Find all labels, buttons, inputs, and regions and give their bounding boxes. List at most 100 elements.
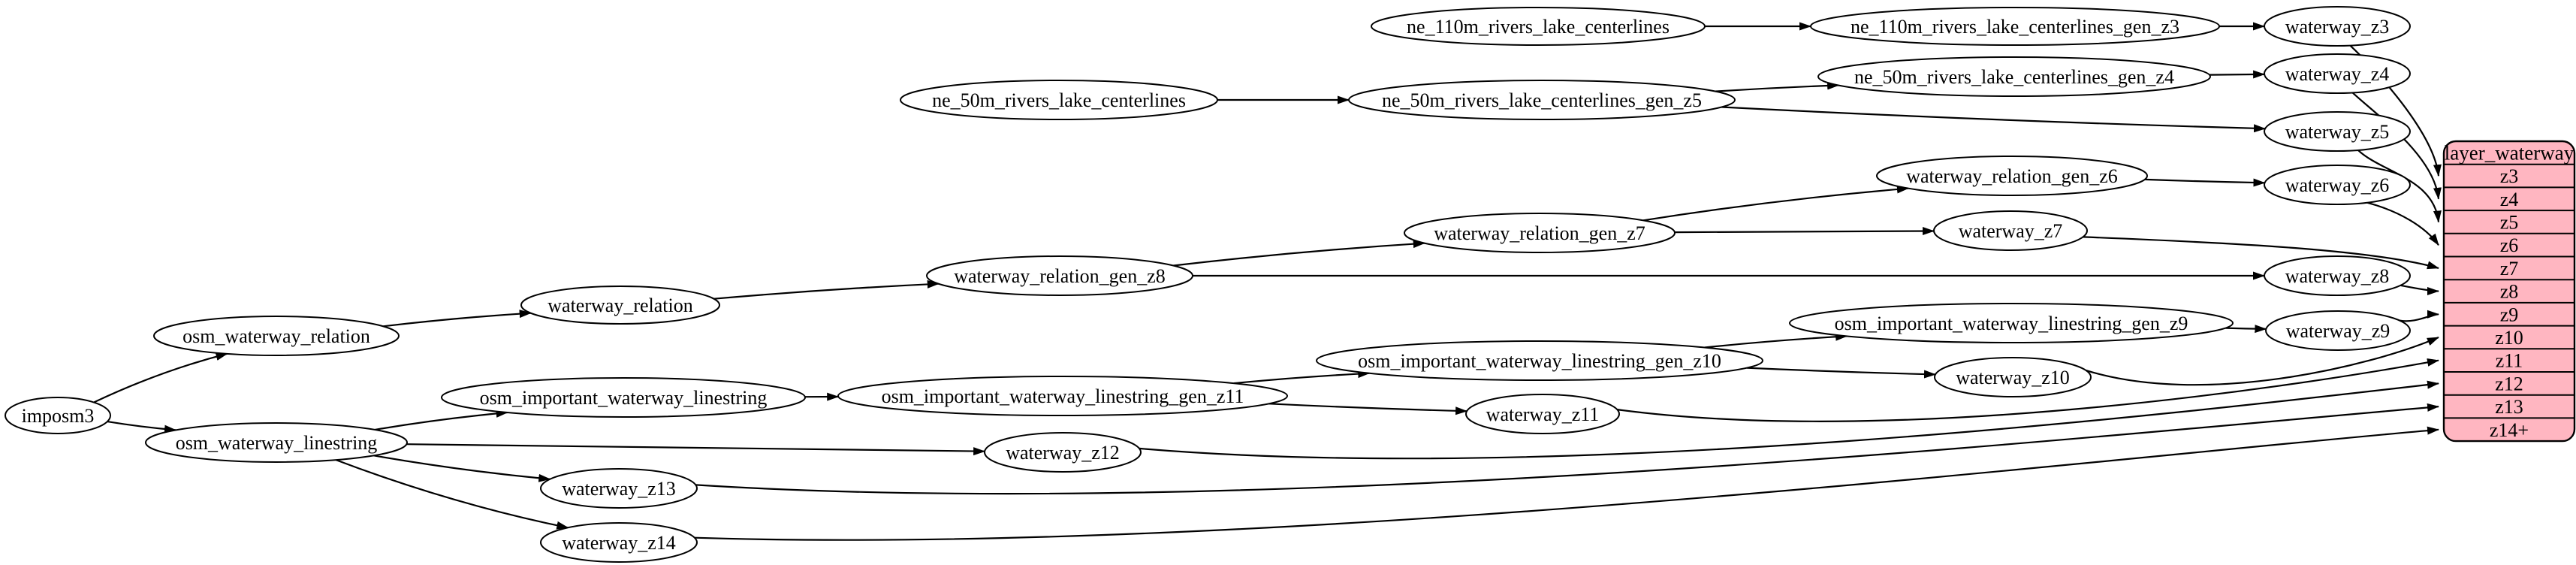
node-label: waterway_relation (547, 295, 692, 316)
node-label: waterway_z8 (2285, 265, 2390, 287)
edge-waterway_z14-to-layer_waterway-z14+ (694, 426, 2439, 541)
edge-waterway_z6-to-layer_waterway-z6 (2366, 201, 2439, 246)
node-waterway_z13: waterway_z13 (540, 468, 698, 509)
node-ellipse (145, 422, 408, 463)
table-row-z5: z5 (2500, 212, 2519, 234)
node-ellipse (2265, 310, 2411, 351)
table-row-z10: z10 (2495, 327, 2523, 349)
node-waterway_relation_gen_z6: waterway_relation_gen_z6 (1876, 156, 2148, 196)
edges-layer (93, 22, 2442, 541)
node-ellipse (2264, 165, 2411, 205)
node-imposm3: imposm3 (5, 397, 111, 434)
edge-waterway_z7-to-layer_waterway-z7 (2083, 236, 2439, 270)
node-ne_110m_rivers_lake_centerlines_gen_z3: ne_110m_rivers_lake_centerlines_gen_z3 (1810, 7, 2220, 46)
node-ellipse (1876, 156, 2148, 196)
node-label: waterway_relation_gen_z6 (1906, 165, 2118, 187)
edge-waterway_z13-to-layer_waterway-z13 (695, 403, 2439, 495)
node-label: waterway_relation_gen_z7 (1434, 222, 1645, 244)
node-ne_50m_rivers_lake_centerlines: ne_50m_rivers_lake_centerlines (900, 80, 1218, 120)
node-label: waterway_z9 (2286, 320, 2390, 342)
node-ellipse (1934, 357, 2092, 397)
node-waterway_relation_gen_z8: waterway_relation_gen_z8 (926, 255, 1193, 296)
edge-ne_50m_rivers_lake_centerlines_gen_z4-to-waterway_z4 (2209, 70, 2266, 79)
node-waterway_z11: waterway_z11 (1465, 394, 1620, 434)
node-waterway_z8: waterway_z8 (2264, 255, 2411, 296)
node-waterway_z3: waterway_z3 (2264, 6, 2411, 47)
node-ellipse (1404, 213, 1676, 253)
edge-waterway_relation_gen_z7-to-waterway_relation_gen_z6 (1642, 185, 1909, 222)
table-row-z6: z6 (2500, 234, 2519, 256)
node-label: osm_important_waterway_linestring_gen_z1… (1358, 350, 1721, 372)
edge-osm_important_waterway_linestring_gen_z9-to-waterway_z9 (2225, 325, 2267, 334)
node-label: waterway_z5 (2285, 121, 2390, 143)
edge-imposm3-to-osm_waterway_linestring (107, 421, 176, 434)
node-ellipse (2264, 255, 2411, 296)
edge-waterway_z11-to-layer_waterway-z11 (1617, 358, 2439, 422)
node-ellipse (1348, 80, 1736, 120)
table-row-z3: z3 (2500, 165, 2519, 187)
node-label: waterway_z3 (2285, 16, 2390, 38)
node-label: ne_110m_rivers_lake_centerlines (1407, 16, 1670, 38)
node-label: waterway_z4 (2285, 63, 2390, 85)
edge-osm_waterway_linestring-to-osm_important_waterway_linestring (375, 409, 508, 431)
node-label: waterway_relation_gen_z8 (954, 265, 1166, 287)
edge-osm_waterway_linestring-to-waterway_z13 (373, 455, 551, 482)
node-label: ne_110m_rivers_lake_centerlines_gen_z3 (1851, 16, 2179, 38)
node-osm_important_waterway_linestring_gen_z9: osm_important_waterway_linestring_gen_z9 (1789, 303, 2234, 343)
node-waterway_z14: waterway_z14 (540, 522, 698, 563)
edge-osm_waterway_linestring-to-waterway_z14 (335, 459, 569, 530)
node-ellipse (2264, 111, 2411, 152)
node-label: ne_50m_rivers_lake_centerlines_gen_z4 (1854, 66, 2174, 88)
node-label: osm_waterway_relation (182, 325, 370, 347)
table-row-z9: z9 (2500, 304, 2519, 325)
edge-waterway_relation_gen_z7-to-waterway_z7 (1674, 227, 1935, 236)
node-ellipse (1810, 7, 2220, 46)
node-label: ne_50m_rivers_lake_centerlines (932, 89, 1186, 111)
node-ellipse (1817, 56, 2211, 97)
node-ellipse (153, 316, 400, 356)
node-ellipse (837, 376, 1288, 416)
node-ellipse (1933, 210, 2088, 251)
node-waterway_z5: waterway_z5 (2264, 111, 2411, 152)
node-ellipse (984, 432, 1142, 473)
table-row-z13: z13 (2495, 396, 2523, 418)
node-waterway_z9: waterway_z9 (2265, 310, 2411, 351)
node-ellipse (926, 255, 1193, 296)
table-layer: layer_waterwayz3z4z5z6z7z8z9z10z11z12z13… (2442, 140, 2576, 443)
node-waterway_z7: waterway_z7 (1933, 210, 2088, 251)
node-waterway_z4: waterway_z4 (2264, 53, 2411, 94)
edge-osm_important_waterway_linestring_gen_z11-to-waterway_z11 (1268, 403, 1468, 415)
node-osm_important_waterway_linestring_gen_z11: osm_important_waterway_linestring_gen_z1… (837, 376, 1288, 416)
node-label: osm_important_waterway_linestring_gen_z9 (1835, 313, 2188, 334)
nodes-layer: imposm3osm_waterway_relationosm_waterway… (5, 6, 2411, 563)
table-row-z12: z12 (2495, 373, 2523, 394)
node-ellipse (1371, 7, 1706, 46)
node-label: waterway_z10 (1956, 367, 2070, 388)
node-waterway_relation_gen_z7: waterway_relation_gen_z7 (1404, 213, 1676, 253)
node-ellipse (900, 80, 1218, 120)
edge-waterway_relation_gen_z6-to-waterway_z6 (2144, 178, 2266, 187)
node-label: waterway_z14 (562, 532, 676, 554)
node-label: osm_important_waterway_linestring_gen_z1… (882, 385, 1244, 407)
node-ellipse (540, 468, 698, 509)
node-ne_50m_rivers_lake_centerlines_gen_z5: ne_50m_rivers_lake_centerlines_gen_z5 (1348, 80, 1736, 120)
edge-waterway_z9-to-layer_waterway-z9 (2400, 310, 2439, 322)
edge-waterway_z8-to-layer_waterway-z8 (2400, 284, 2439, 295)
edge-ne_50m_rivers_lake_centerlines_gen_z5-to-waterway_z5 (1721, 106, 2266, 133)
edge-ne_50m_rivers_lake_centerlines_gen_z5-to-ne_50m_rivers_lake_centerlines_gen_z4 (1715, 81, 1840, 92)
node-osm_waterway_relation: osm_waterway_relation (153, 316, 400, 356)
node-ellipse (520, 286, 720, 325)
node-ne_110m_rivers_lake_centerlines: ne_110m_rivers_lake_centerlines (1371, 7, 1706, 46)
table-layer-waterway-frame (2442, 140, 2576, 443)
node-ne_50m_rivers_lake_centerlines_gen_z4: ne_50m_rivers_lake_centerlines_gen_z4 (1817, 56, 2211, 97)
edge-waterway_z12-to-layer_waterway-z12 (1139, 380, 2439, 460)
node-ellipse (5, 397, 111, 434)
node-label: imposm3 (22, 405, 95, 427)
node-waterway_z12: waterway_z12 (984, 432, 1142, 473)
node-label: waterway_z6 (2285, 174, 2390, 196)
table-row-z14+: z14+ (2490, 419, 2529, 441)
node-ellipse (1316, 340, 1763, 381)
node-osm_important_waterway_linestring_gen_z10: osm_important_waterway_linestring_gen_z1… (1316, 340, 1763, 381)
